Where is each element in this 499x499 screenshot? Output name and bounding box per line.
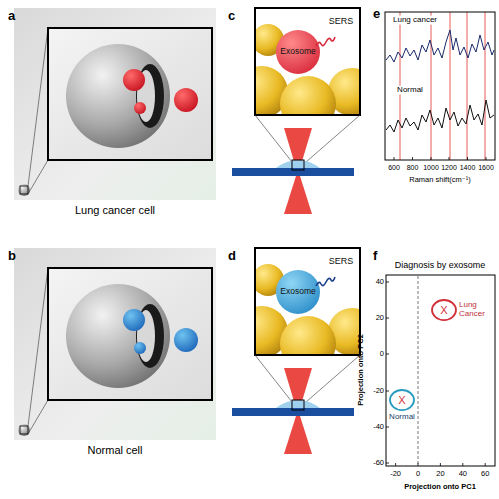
tick-label: -60 <box>373 459 384 467</box>
panel-a-art <box>14 8 216 200</box>
panel-letter: f <box>373 249 377 263</box>
tick-label: 800 <box>407 164 419 172</box>
cluster-label: Normal <box>389 413 415 422</box>
panel-letter: b <box>8 249 16 263</box>
panel-c-art <box>232 8 376 214</box>
axis-title: Projection onto PC1 <box>404 483 476 491</box>
panel-letter: c <box>228 9 235 23</box>
exosome-label: Exosome <box>280 287 315 296</box>
tick-label: 20 <box>376 314 384 322</box>
tick-label: -20 <box>373 387 384 395</box>
raman-plot <box>385 12 495 160</box>
tick-label: 60 <box>481 470 489 478</box>
spectrum-label: Lung cancer <box>392 16 438 25</box>
panel-b-art <box>14 248 216 440</box>
tick-label: 1600 <box>478 164 494 172</box>
axis-title: Projection onto PC2 <box>357 334 365 406</box>
sers-label: SERS <box>329 257 354 267</box>
exosome-label: Exosome <box>280 47 315 56</box>
ring-ellipse <box>432 300 456 320</box>
tick-label: -40 <box>373 423 384 431</box>
tick-label: 0 <box>380 350 384 358</box>
sers-label: SERS <box>329 17 354 27</box>
tick-label: 0 <box>416 470 420 478</box>
panel-letter: a <box>8 9 15 23</box>
cluster-ring: XLung Cancer <box>431 299 457 321</box>
panel-caption: Lung cancer cell <box>75 204 155 216</box>
tick-label: 1000 <box>423 164 439 172</box>
panel-d-art <box>232 248 376 454</box>
tick-label: 40 <box>376 278 384 286</box>
cluster-ring: XNormal <box>389 389 415 411</box>
pca-plot <box>386 275 495 466</box>
plot-title: Diagnosis by exosome <box>395 261 486 271</box>
centroid-mark: X <box>398 394 405 406</box>
cluster-label: Lung Cancer <box>459 301 489 319</box>
tick-label: 600 <box>388 164 400 172</box>
tick-label: 1400 <box>460 164 476 172</box>
tick-label: 1200 <box>441 164 457 172</box>
panel-letter: e <box>373 7 380 21</box>
tick-label: 40 <box>459 470 467 478</box>
axis-title: Raman shift(cm⁻¹) <box>409 176 470 184</box>
spectrum-label: Normal <box>396 86 424 95</box>
centroid-mark: X <box>440 304 447 316</box>
panel-caption: Normal cell <box>87 444 142 456</box>
tick-label: 20 <box>436 470 444 478</box>
panel-letter: d <box>228 249 236 263</box>
tick-label: -20 <box>390 470 401 478</box>
ring-ellipse <box>390 390 414 410</box>
